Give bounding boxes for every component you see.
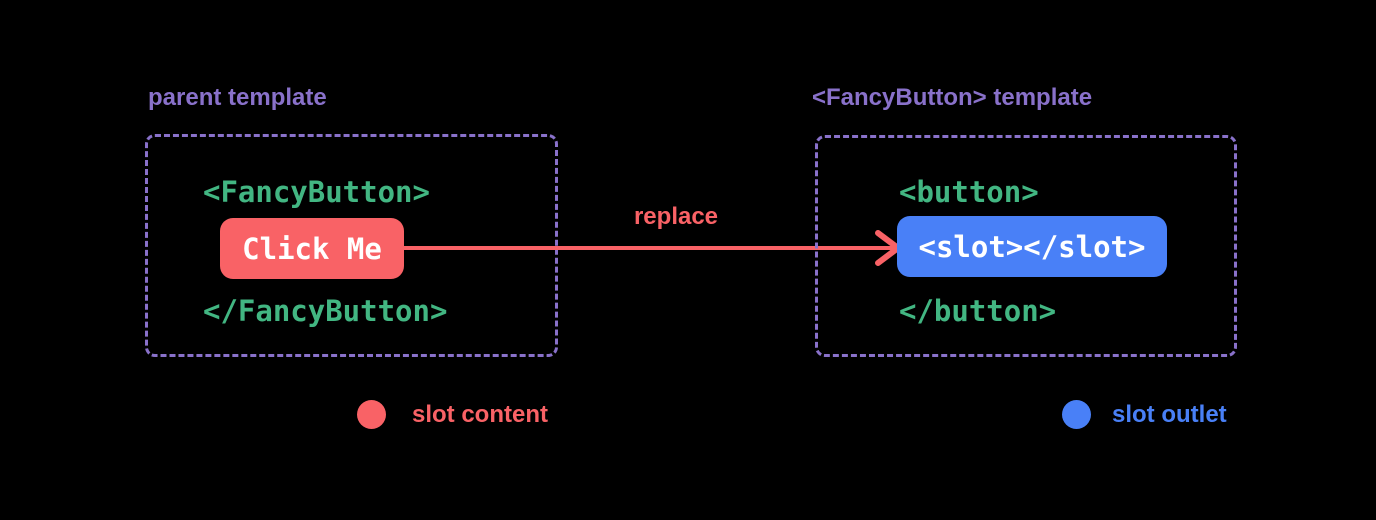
click-me-button-label: Click Me [242, 231, 382, 266]
slot-outlet-legend-label: slot outlet [1112, 401, 1227, 428]
click-me-button: Click Me [220, 218, 404, 279]
slot-outlet-box: <slot></slot> [897, 216, 1167, 277]
button-close-tag: </button> [899, 294, 1057, 328]
slot-outlet-dot-icon [1062, 400, 1091, 429]
fancybutton-template-label: <FancyButton> template [812, 84, 1093, 111]
replace-label: replace [633, 203, 719, 230]
fancybutton-template-box [815, 135, 1237, 357]
slot-content-legend-label: slot content [412, 401, 548, 428]
parent-template-box [145, 134, 558, 357]
fancybutton-close-tag: </FancyButton> [203, 294, 448, 328]
parent-template-label: parent template [148, 84, 327, 111]
slot-outlet-label: <slot></slot> [918, 229, 1146, 264]
slot-content-dot-icon [357, 400, 386, 429]
fancybutton-open-tag: <FancyButton> [203, 175, 430, 209]
button-open-tag: <button> [899, 175, 1039, 209]
